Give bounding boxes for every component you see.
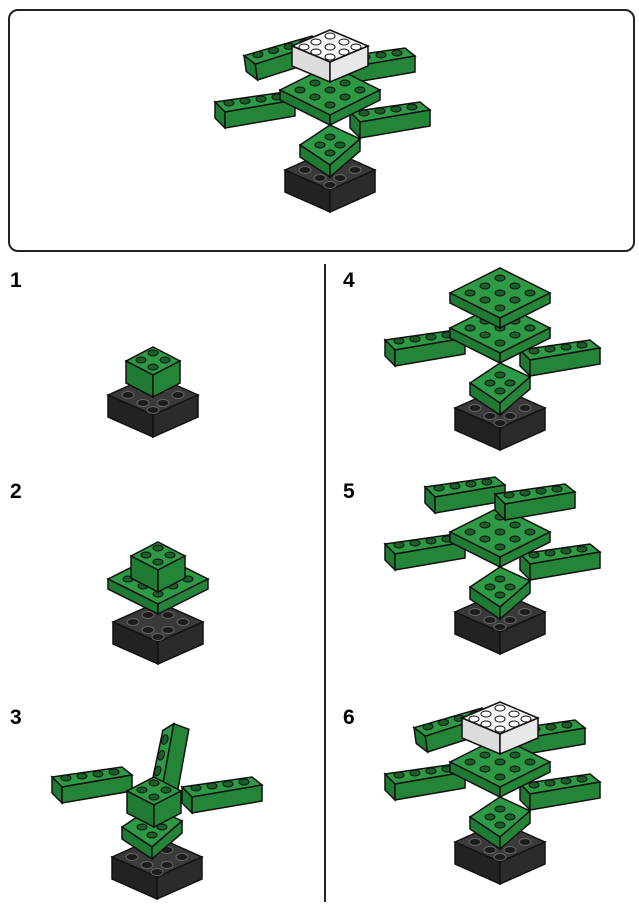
completed-tree-model bbox=[215, 30, 435, 225]
step-number-3: 3 bbox=[10, 707, 22, 728]
step-number-4: 4 bbox=[343, 270, 355, 291]
step-3-model bbox=[52, 722, 272, 907]
step-5-model bbox=[385, 472, 605, 677]
step-number-5: 5 bbox=[343, 481, 355, 502]
step-1-model bbox=[108, 347, 208, 452]
step-6-model bbox=[385, 702, 605, 897]
step-number-6: 6 bbox=[343, 707, 355, 728]
step-number-2: 2 bbox=[10, 481, 22, 502]
step-2-model bbox=[105, 542, 215, 677]
step-4-model bbox=[385, 268, 605, 453]
column-divider bbox=[324, 264, 326, 902]
step-number-1: 1 bbox=[10, 270, 22, 291]
